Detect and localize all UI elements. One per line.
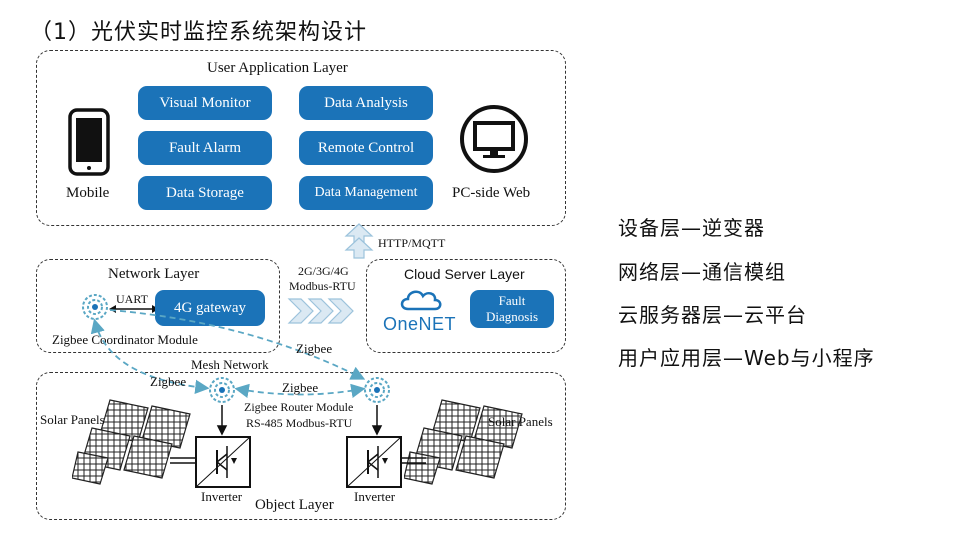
side-item-network-layer: 网络层—通信模组 bbox=[618, 260, 786, 284]
http-mqtt-up-arrow bbox=[344, 223, 374, 259]
inverter-cables bbox=[170, 457, 426, 464]
data-management-pill: Data Management bbox=[299, 176, 433, 210]
data-storage-pill: Data Storage bbox=[138, 176, 272, 210]
solar-panels-left-label: Solar Panels bbox=[40, 412, 105, 427]
inverter-right-label: Inverter bbox=[354, 489, 396, 504]
mobile-phone-icon bbox=[68, 108, 110, 176]
inverter-left-label: Inverter bbox=[201, 489, 243, 504]
zigbee-mesh-links bbox=[90, 309, 366, 398]
network-layer-label: Network Layer bbox=[108, 266, 200, 282]
zigbee-router-icon bbox=[364, 377, 390, 403]
zigbee-link-label-3: Zigbee bbox=[282, 380, 319, 395]
zigbee-link-label-2: Zigbee bbox=[150, 374, 187, 389]
solar-panels-right-label: Solar Panels bbox=[488, 414, 553, 429]
zigbee-link-label-1: Zigbee bbox=[296, 341, 333, 356]
mesh-network-label: Mesh Network bbox=[191, 357, 269, 372]
remote-control-pill: Remote Control bbox=[299, 131, 433, 165]
router-inverter-arrows bbox=[216, 405, 383, 436]
pc-monitor-icon bbox=[460, 105, 528, 173]
fault-alarm-pill: Fault Alarm bbox=[138, 131, 272, 165]
mobile-label: Mobile bbox=[66, 185, 110, 201]
zigbee-coordinator-icon bbox=[82, 294, 108, 320]
http-mqtt-label: HTTP/MQTT bbox=[378, 236, 446, 250]
data-analysis-pill: Data Analysis bbox=[299, 86, 433, 120]
user-application-layer bbox=[36, 50, 566, 226]
solar-panels-left-icon bbox=[72, 399, 191, 485]
inverter-right-icon bbox=[346, 436, 402, 488]
cellular-label: 2G/3G/4G bbox=[298, 264, 349, 278]
side-item-device-layer: 设备层—逆变器 bbox=[618, 216, 765, 240]
cloud-icon bbox=[400, 290, 442, 311]
modbus-rtu-link-label: Modbus-RTU bbox=[289, 279, 356, 293]
uart-label: UART bbox=[116, 292, 148, 306]
side-item-user-layer: 用户应用层—Web与小程序 bbox=[618, 346, 875, 370]
solar-panels-right-icon bbox=[404, 399, 523, 485]
pc-web-label: PC-side Web bbox=[452, 185, 531, 201]
rs485-label: RS-485 Modbus-RTU bbox=[246, 416, 353, 430]
chevron-arrow-icon bbox=[287, 298, 354, 324]
cloud-layer-label: Cloud Server Layer bbox=[404, 266, 525, 282]
fault-diagnosis-pill: Fault Diagnosis bbox=[470, 290, 554, 328]
zigbee-router-label: Zigbee Router Module bbox=[244, 400, 354, 414]
side-item-cloud-layer: 云服务器层—云平台 bbox=[618, 303, 807, 327]
object-layer bbox=[36, 372, 566, 520]
visual-monitor-pill: Visual Monitor bbox=[138, 86, 272, 120]
cloud-server-layer bbox=[366, 259, 566, 353]
zigbee-router-icon bbox=[209, 377, 235, 403]
page-title: （1）光伏实时监控系统架构设计 bbox=[30, 20, 367, 45]
user-layer-label: User Application Layer bbox=[207, 60, 348, 76]
onenet-label: OneNET bbox=[383, 314, 457, 334]
object-layer-label: Object Layer bbox=[255, 497, 334, 513]
inverter-left-icon bbox=[195, 436, 251, 488]
